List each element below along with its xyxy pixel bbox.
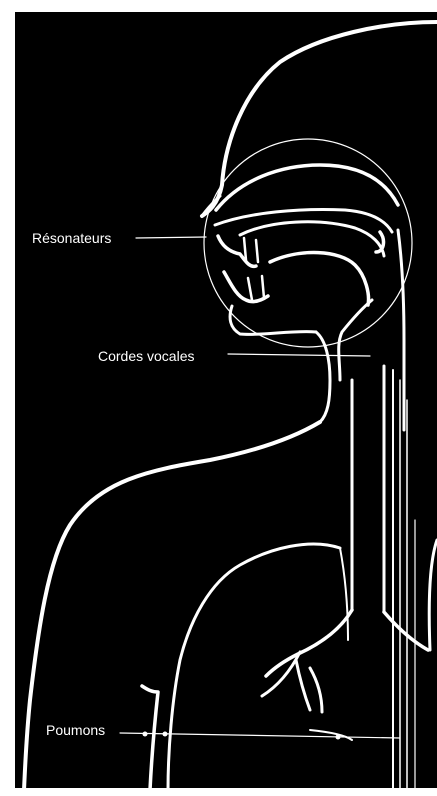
nasal-cavity-upper [216,165,398,210]
head-outline [202,22,437,216]
label-poumons: Poumons [46,722,105,738]
pharynx-back [398,230,404,430]
label-cordes-vocales: Cordes vocales [98,348,195,364]
resonator-circle [204,139,412,347]
bronchus-left-branch [262,652,322,712]
label-resonateurs: Résonateurs [32,230,111,246]
tongue [270,253,368,305]
callout-dot-2 [163,732,168,737]
pharynx-front [339,300,372,380]
callout-line-poumons [120,733,400,738]
callout-dot-3 [336,735,341,740]
callout-dot-1 [143,732,148,737]
upper-teeth [218,236,256,266]
lower-body-line [310,730,352,740]
jaw-outline [230,306,316,334]
teeth-detail [244,238,264,300]
lung-right-outline [429,540,437,650]
lung-left-outline [168,544,340,790]
callout-line-resonateurs [136,237,206,238]
bronchus-left [266,610,352,676]
callout-line-cordes-vocales [228,354,370,356]
bronchus-right [384,612,428,650]
arm-inner [142,686,158,790]
